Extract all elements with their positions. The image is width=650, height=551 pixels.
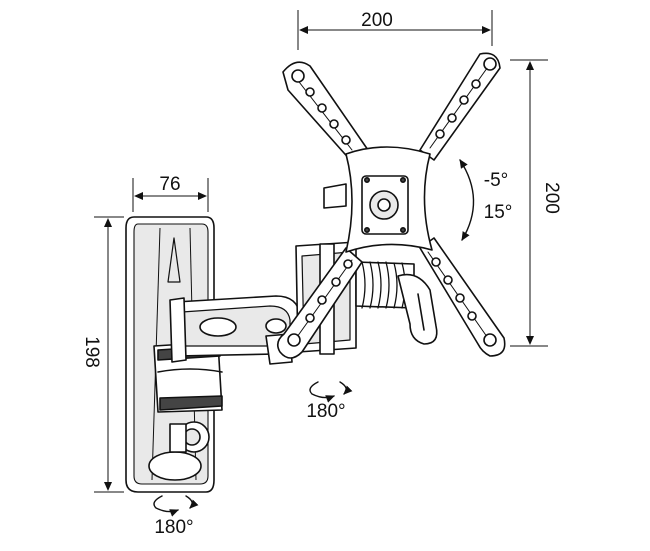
vesa-arm-upper-right xyxy=(419,52,501,161)
vesa-arm-upper-left xyxy=(282,61,369,163)
arm-swivel-annotation: 180° xyxy=(306,381,353,422)
tilt-up-label: -5° xyxy=(484,170,509,191)
dimension-wall-plate-width: 76 xyxy=(132,174,209,212)
arm-swivel-label: 180° xyxy=(306,401,345,422)
tilt-annotation: -5° 15° xyxy=(459,159,513,241)
vesa-arm-lower-left xyxy=(276,247,363,359)
tilt-down-label: 15° xyxy=(484,202,513,223)
vesa-arm-lower-right xyxy=(419,237,506,357)
wall-swivel-annotation: 180° xyxy=(153,495,199,538)
wall-plate-width-label: 76 xyxy=(159,174,180,195)
dimension-vesa-width: 200 xyxy=(297,10,493,50)
vesa-plate xyxy=(276,52,506,359)
tilt-spring xyxy=(355,261,438,345)
dimension-vesa-height: 200 xyxy=(510,59,562,347)
vesa-height-label: 200 xyxy=(541,182,562,214)
wall-hinge xyxy=(153,341,223,453)
vesa-width-label: 200 xyxy=(361,10,393,31)
wall-swivel-label: 180° xyxy=(154,517,193,538)
first-arm xyxy=(169,295,301,365)
wall-plate-height-label: 198 xyxy=(81,336,102,368)
dimension-wall-plate-height: 198 xyxy=(81,216,124,493)
